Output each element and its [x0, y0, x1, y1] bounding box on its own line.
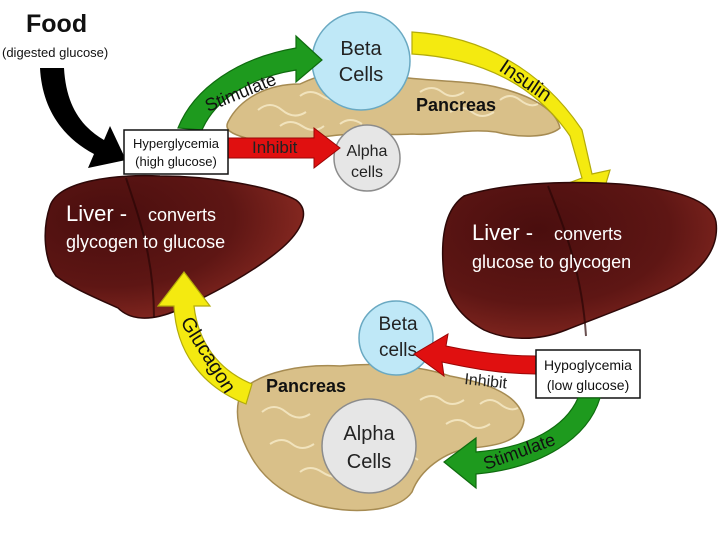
- inhibit-bottom-label: Inhibit: [464, 371, 509, 392]
- left-liver-line1: converts: [148, 205, 216, 225]
- inhibit-bottom-arrow: Inhibit: [413, 333, 537, 392]
- hyperglycemia-line1: Hyperglycemia: [133, 136, 220, 151]
- food-arrow: [40, 68, 126, 168]
- bottom-alpha-label-line2: Cells: [347, 451, 391, 473]
- bottom-beta-label-line1: Beta: [378, 314, 418, 335]
- hypoglycemia-rect: [535, 349, 641, 399]
- top-alpha-label-line2: cells: [351, 164, 383, 181]
- right-liver-shape: [441, 181, 718, 339]
- bottom-alpha-label-line1: Alpha: [343, 423, 395, 445]
- glucagon-arrow-shape: [156, 271, 253, 405]
- bottom-pancreas: Beta cells Alpha Cells Pancreas: [236, 300, 525, 512]
- food-subtitle: (digested glucose): [2, 45, 108, 60]
- top-pancreas: Beta Cells Alpha cells Pancreas: [226, 11, 561, 192]
- hypoglycemia-box: Hypoglycemia (low glucose): [535, 349, 641, 399]
- inhibit-top-arrow: Inhibit: [227, 126, 341, 170]
- left-liver-title: Liver -: [66, 201, 127, 226]
- bottom-pancreas-veins: [261, 395, 519, 478]
- bottom-beta-label-line2: cells: [379, 340, 417, 361]
- bottom-pancreas-label: Pancreas: [266, 376, 346, 396]
- top-beta-cells-circle: [311, 11, 411, 111]
- bottom-alpha-cells-circle: [321, 398, 417, 494]
- hypoglycemia-line2: (low glucose): [547, 377, 629, 393]
- hyperglycemia-rect: [123, 129, 229, 175]
- glucagon-label: Glucagon: [176, 313, 240, 397]
- stimulate-top-shape: [177, 34, 323, 131]
- right-liver-title: Liver -: [472, 220, 533, 245]
- hyperglycemia-box: Hyperglycemia (high glucose): [123, 129, 229, 175]
- right-liver-line2: glucose to glycogen: [472, 252, 631, 272]
- food-title: Food: [26, 10, 87, 38]
- bottom-beta-cells-circle: [358, 300, 434, 376]
- stimulate-bottom-shape: [443, 397, 601, 490]
- inhibit-top-label: Inhibit: [252, 138, 298, 157]
- top-beta-label-line2: Cells: [339, 64, 383, 86]
- right-liver-line1: converts: [554, 224, 622, 244]
- inhibit-top-shape: [227, 126, 341, 170]
- left-liver-shape: [44, 174, 305, 319]
- top-pancreas-label: Pancreas: [416, 95, 496, 115]
- top-alpha-cells-circle: [333, 124, 401, 192]
- hyperglycemia-line2: (high glucose): [135, 154, 217, 169]
- hypoglycemia-line1: Hypoglycemia: [544, 357, 632, 373]
- left-liver-line2: glycogen to glucose: [66, 232, 225, 252]
- top-alpha-label-line1: Alpha: [347, 143, 388, 160]
- food-group: Food (digested glucose): [2, 10, 126, 168]
- inhibit-bottom-shape: [413, 333, 537, 378]
- right-liver: Liver - converts glucose to glycogen: [441, 181, 718, 339]
- top-beta-label-line1: Beta: [340, 38, 382, 60]
- left-liver: Liver - converts glycogen to glucose: [44, 174, 305, 319]
